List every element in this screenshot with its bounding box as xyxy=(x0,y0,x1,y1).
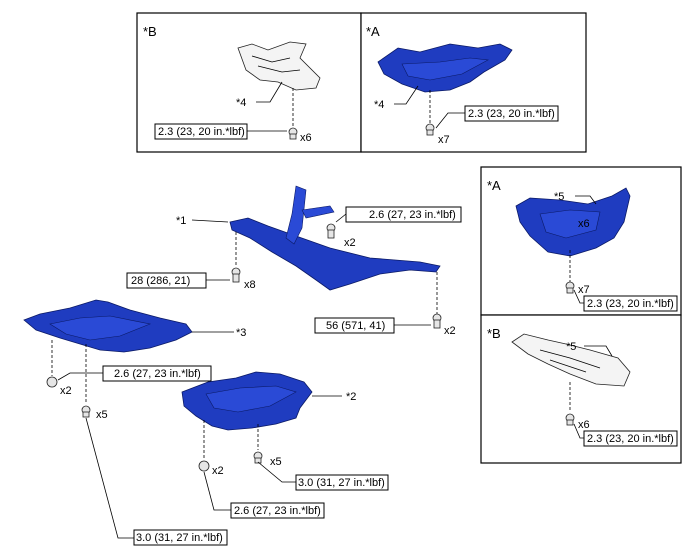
engine-under-cover-a-right xyxy=(515,187,631,257)
torque-2-b: 2.6 (27, 23 in.*lbf) xyxy=(234,505,321,517)
qty-a-right-lower: x7 xyxy=(578,284,590,296)
under-cover-3 xyxy=(23,299,193,353)
leader-torque-b-right xyxy=(573,423,584,439)
torque-box-a-top xyxy=(464,105,559,122)
leader-5-b xyxy=(584,345,613,357)
leader-torque-2-a xyxy=(257,461,296,483)
part-label-2: *2 xyxy=(346,391,356,403)
bolt-icon xyxy=(81,405,91,418)
leader-torque-a-right xyxy=(573,289,584,304)
torque-box-2-b xyxy=(230,502,325,519)
torque-a-top: 2.3 (23, 20 in.*lbf) xyxy=(468,108,555,120)
leader-torque-1-bolt xyxy=(335,213,347,223)
view-frame-a-top xyxy=(360,12,587,153)
part-label-3: *3 xyxy=(236,327,246,339)
view-label-b-right: *B xyxy=(487,326,501,341)
qty-2-a: x2 xyxy=(212,465,224,477)
nut-icon xyxy=(46,376,58,388)
part-label-5-a: *5 xyxy=(554,191,564,203)
torque-a-right: 2.3 (23, 20 in.*lbf) xyxy=(587,298,674,310)
leader-4-a xyxy=(394,85,419,105)
leader-torque-2-b xyxy=(203,471,231,511)
torque-3-b: 3.0 (31, 27 in.*lbf) xyxy=(136,532,223,544)
engine-under-cover-a-top xyxy=(377,43,513,93)
torque-1-bolt: 2.6 (27, 23 in.*lbf) xyxy=(369,209,456,221)
qty-1-mid: x8 xyxy=(244,279,256,291)
part-label-4-top: *4 xyxy=(236,97,246,109)
bolt-icon xyxy=(432,313,442,329)
torque-2-a: 3.0 (31, 27 in.*lbf) xyxy=(298,477,385,489)
qty-a-right-upper: x6 xyxy=(578,218,590,230)
qty-1-bolt: x2 xyxy=(344,237,356,249)
under-cover-brace-1 xyxy=(229,185,441,291)
part-label-4-a: *4 xyxy=(374,99,384,111)
bolt-icon xyxy=(425,123,435,136)
qty-3-a: x2 xyxy=(60,385,72,397)
leader-torque-3-b xyxy=(85,417,134,539)
qty-a-top: x7 xyxy=(438,134,450,146)
view-label-b-top: *B xyxy=(143,24,157,39)
torque-box-1-right xyxy=(314,317,395,334)
qty-2-b: x5 xyxy=(270,456,282,468)
torque-box-a-right xyxy=(583,295,678,312)
part-label-5-b: *5 xyxy=(566,341,576,353)
leader-torque-a-top xyxy=(435,112,465,129)
qty-b-top: x6 xyxy=(300,132,312,144)
engine-under-cover-b-top xyxy=(237,41,321,91)
torque-box-b-top xyxy=(154,123,248,140)
leader-1 xyxy=(191,219,229,223)
leader-5-a xyxy=(575,195,597,205)
view-label-a-right: *A xyxy=(487,178,501,193)
qty-b-right: x6 xyxy=(578,419,590,431)
torque-box-2-a xyxy=(295,474,389,491)
bolt-icon xyxy=(565,281,575,294)
bolt-icon xyxy=(231,267,241,283)
qty-1-right: x2 xyxy=(444,325,456,337)
view-label-a-top: *A xyxy=(366,24,380,39)
leader-4-top xyxy=(256,81,283,103)
qty-3-b: x5 xyxy=(96,409,108,421)
bolt-icon xyxy=(288,127,298,140)
torque-box-3-a xyxy=(102,365,212,382)
torque-box-3-b xyxy=(133,529,228,546)
torque-1-right: 56 (571, 41) xyxy=(326,320,385,332)
torque-b-right: 2.3 (23, 20 in.*lbf) xyxy=(587,433,674,445)
part-label-1: *1 xyxy=(176,215,186,227)
nut-icon xyxy=(198,460,210,472)
torque-1-mid: 28 (286, 21) xyxy=(131,275,190,287)
torque-box-b-right xyxy=(583,430,678,447)
torque-3-a: 2.6 (27, 23 in.*lbf) xyxy=(114,368,201,380)
bolt-icon xyxy=(326,223,336,239)
engine-under-cover-b-right xyxy=(511,333,631,387)
bolt-icon xyxy=(565,413,575,426)
torque-b-top: 2.3 (23, 20 in.*lbf) xyxy=(158,126,245,138)
torque-box-1-mid xyxy=(126,272,207,289)
leader-torque-3-a xyxy=(57,372,103,381)
bolt-icon xyxy=(253,451,263,464)
